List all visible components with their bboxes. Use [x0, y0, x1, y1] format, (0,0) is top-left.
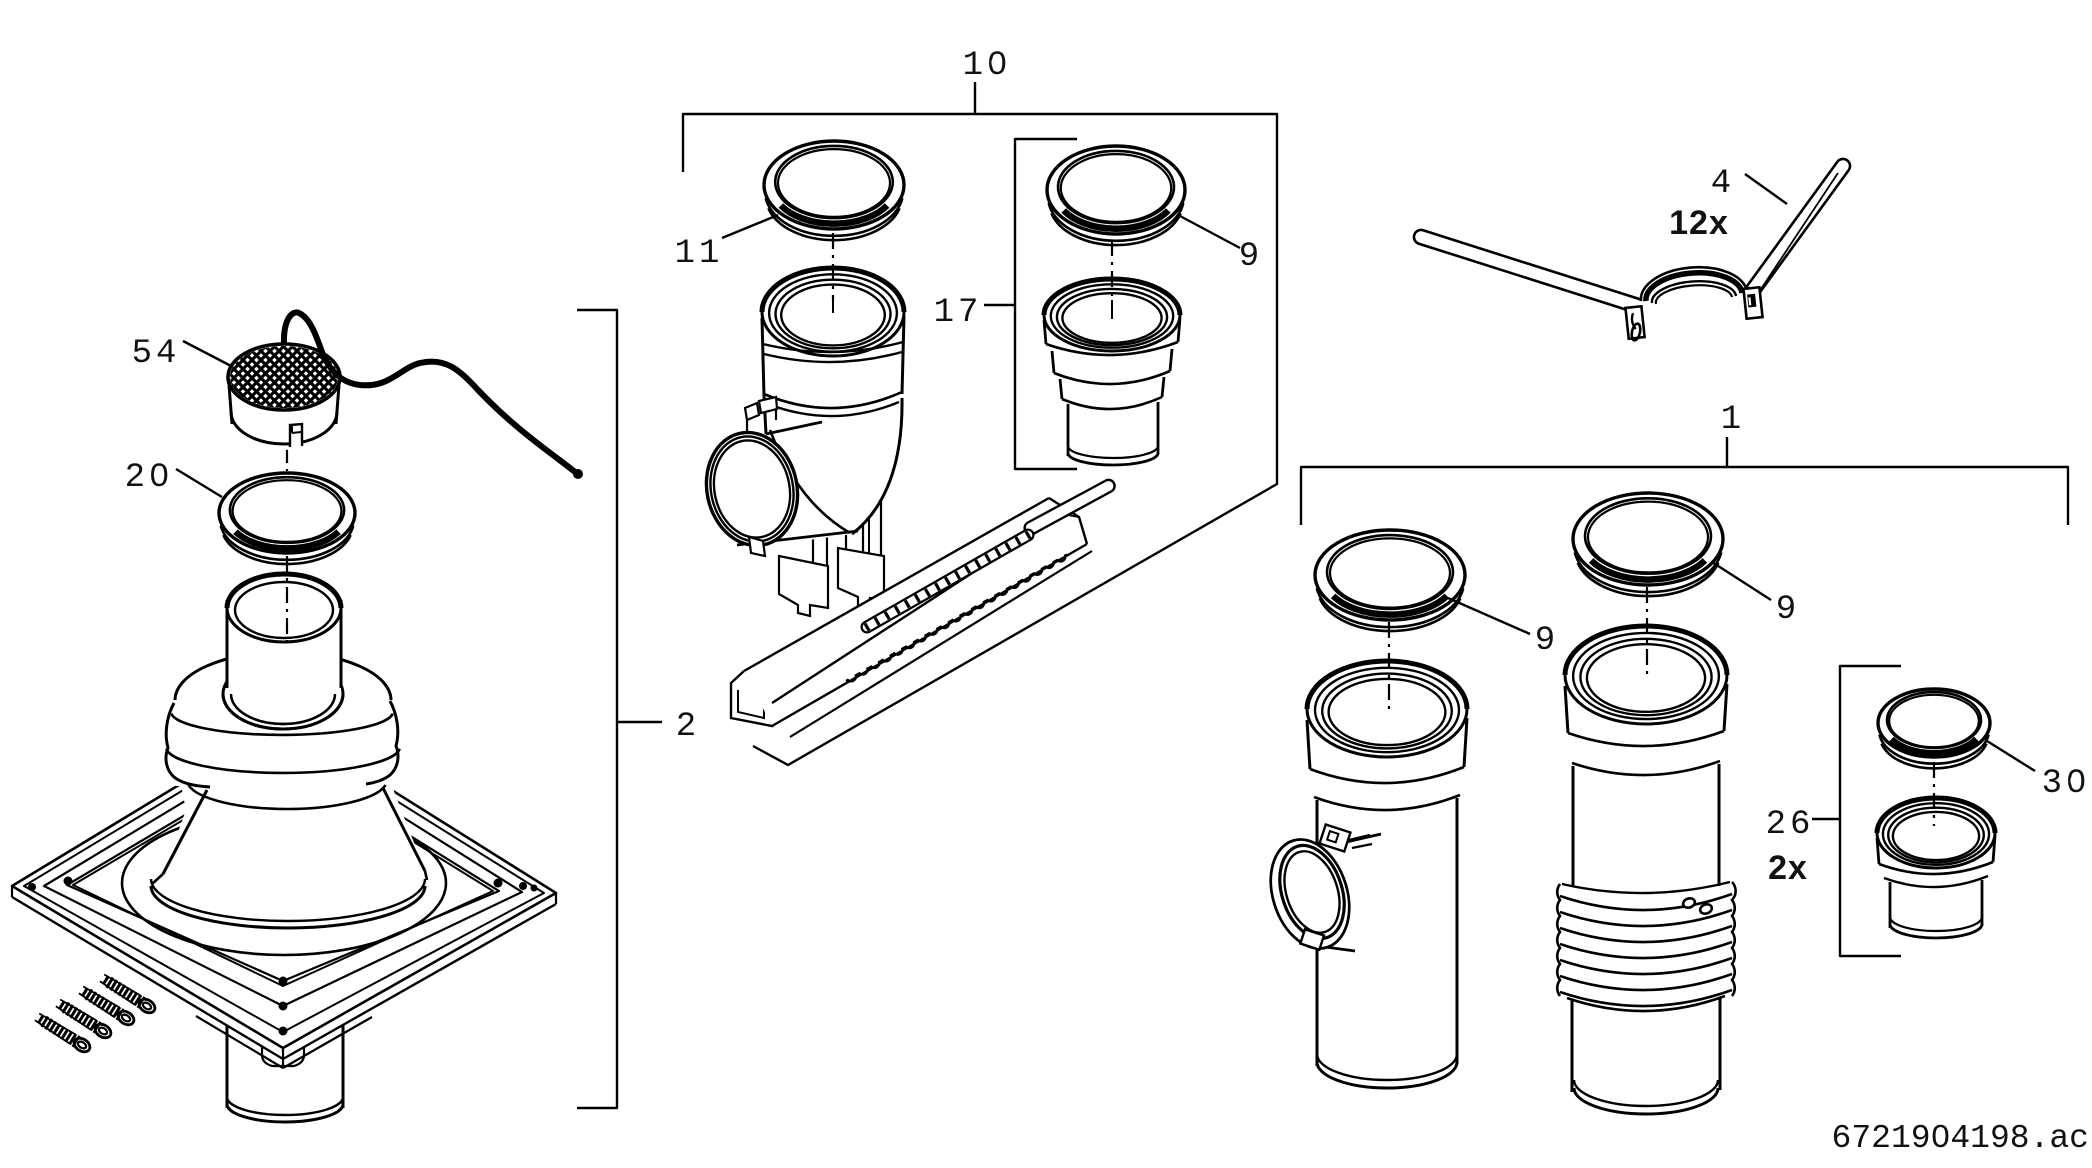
svg-text:2x: 2x: [1768, 849, 1808, 887]
svg-text:26: 26: [1766, 806, 1815, 844]
svg-text:54: 54: [132, 335, 181, 373]
svg-text:17: 17: [934, 294, 983, 332]
svg-text:30: 30: [2042, 765, 2091, 803]
svg-text:4: 4: [1711, 165, 1731, 203]
svg-text:11: 11: [675, 235, 724, 273]
svg-text:1: 1: [1721, 401, 1741, 439]
svg-text:6721904198.ac: 6721904198.ac: [1832, 1120, 2089, 1157]
svg-text:9: 9: [1535, 622, 1555, 660]
svg-text:9: 9: [1776, 591, 1796, 629]
svg-text:2: 2: [676, 708, 696, 746]
svg-text:12x: 12x: [1669, 204, 1729, 242]
svg-text:10: 10: [963, 47, 1012, 85]
svg-text:20: 20: [125, 459, 174, 497]
svg-text:9: 9: [1239, 238, 1259, 276]
